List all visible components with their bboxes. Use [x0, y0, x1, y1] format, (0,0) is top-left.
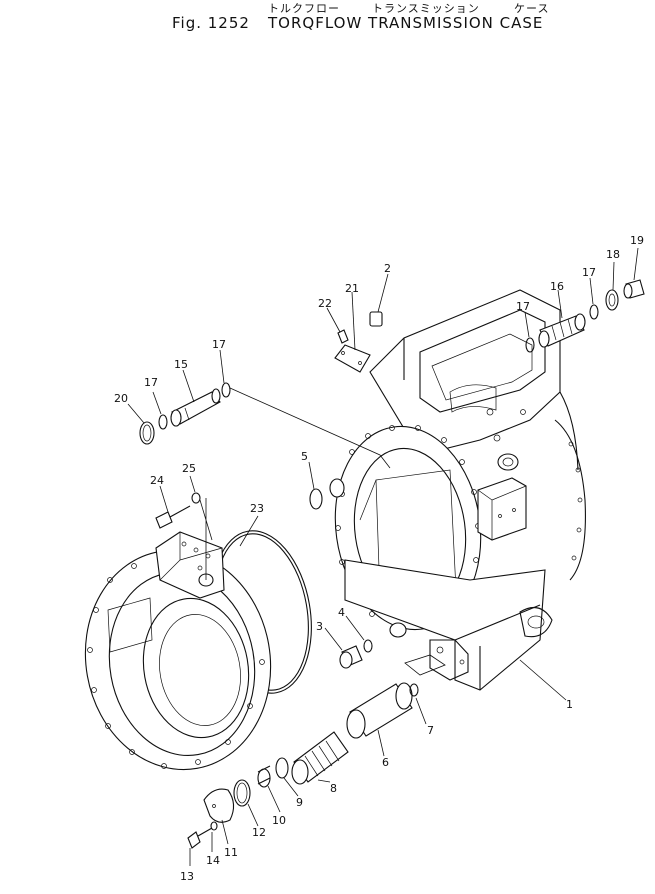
figure-number: Fig. 1252 — [172, 14, 250, 32]
callout-6: 6 — [382, 756, 389, 769]
part-22-bolt — [326, 307, 349, 344]
callout-15: 15 — [174, 358, 188, 371]
part-17-ring-left-b — [219, 349, 231, 398]
part-19-sleeve — [623, 247, 645, 299]
callout-numbers: 1 2 3 4 5 6 7 8 9 10 11 12 13 14 15 16 1… — [114, 234, 644, 883]
callout-17-right-lower: 17 — [516, 300, 530, 313]
callout-1: 1 — [566, 698, 573, 711]
part-9-o-ring — [275, 757, 299, 797]
part-17-ring-left-a — [152, 391, 168, 430]
callout-17-right-upper: 17 — [582, 266, 596, 279]
part-14-washer — [210, 821, 218, 852]
part-17-ring-right-lower — [524, 311, 535, 353]
callout-10: 10 — [272, 814, 286, 827]
callout-21: 21 — [345, 282, 359, 295]
callout-16: 16 — [550, 280, 564, 293]
callout-9: 9 — [296, 796, 303, 809]
callout-5: 5 — [301, 450, 308, 463]
callout-22: 22 — [318, 297, 332, 310]
callout-17-left-a: 17 — [144, 376, 158, 389]
part-5-o-ring — [308, 461, 323, 510]
callout-17-left-b: 17 — [212, 338, 226, 351]
part-17-ring-right-upper — [589, 277, 599, 320]
part-8-splined-shaft — [291, 731, 349, 785]
callout-7: 7 — [427, 724, 434, 737]
callout-23: 23 — [250, 502, 264, 515]
part-7-ring — [409, 683, 427, 725]
figure-header: トルクフロー トランスミッション ケース Fig. 1252 TORQFLOW … — [0, 0, 655, 40]
part-16-shaft — [538, 289, 586, 348]
part-2-plug — [369, 273, 389, 327]
part-21-cover-plate — [334, 291, 371, 373]
transmission-case-main — [329, 289, 586, 691]
title-kana-torqflow: トルクフロー — [268, 2, 340, 15]
callout-19: 19 — [630, 234, 644, 247]
callout-12: 12 — [252, 826, 266, 839]
part-20-o-ring — [127, 403, 155, 445]
part-10-coupling — [257, 765, 281, 813]
title-kana-transmission: トランスミッション — [372, 2, 480, 15]
part-6-sleeve — [346, 682, 413, 757]
callout-3: 3 — [316, 620, 323, 633]
callout-24: 24 — [150, 474, 164, 487]
callout-14: 14 — [206, 854, 220, 867]
part-18-snap-ring — [605, 261, 619, 311]
part-24-bolt — [155, 485, 191, 529]
callout-13: 13 — [180, 870, 194, 883]
callout-18: 18 — [606, 248, 620, 261]
callout-2: 2 — [384, 262, 391, 275]
part-11-cover — [203, 788, 235, 845]
part-15-shaft — [170, 369, 221, 427]
part-13-bolt — [187, 827, 213, 866]
part-12-o-ring — [233, 779, 259, 827]
figure-title: TORQFLOW TRANSMISSION CASE — [268, 14, 544, 32]
part-3-plug — [324, 627, 363, 669]
part-4-ring — [345, 615, 373, 653]
title-kana-case: ケース — [514, 2, 550, 15]
callout-11: 11 — [224, 846, 238, 859]
callout-8: 8 — [330, 782, 337, 795]
part-25-washer — [189, 475, 201, 504]
callout-25: 25 — [182, 462, 196, 475]
callout-4: 4 — [338, 606, 345, 619]
callout-20: 20 — [114, 392, 128, 405]
converter-housing — [84, 531, 272, 771]
